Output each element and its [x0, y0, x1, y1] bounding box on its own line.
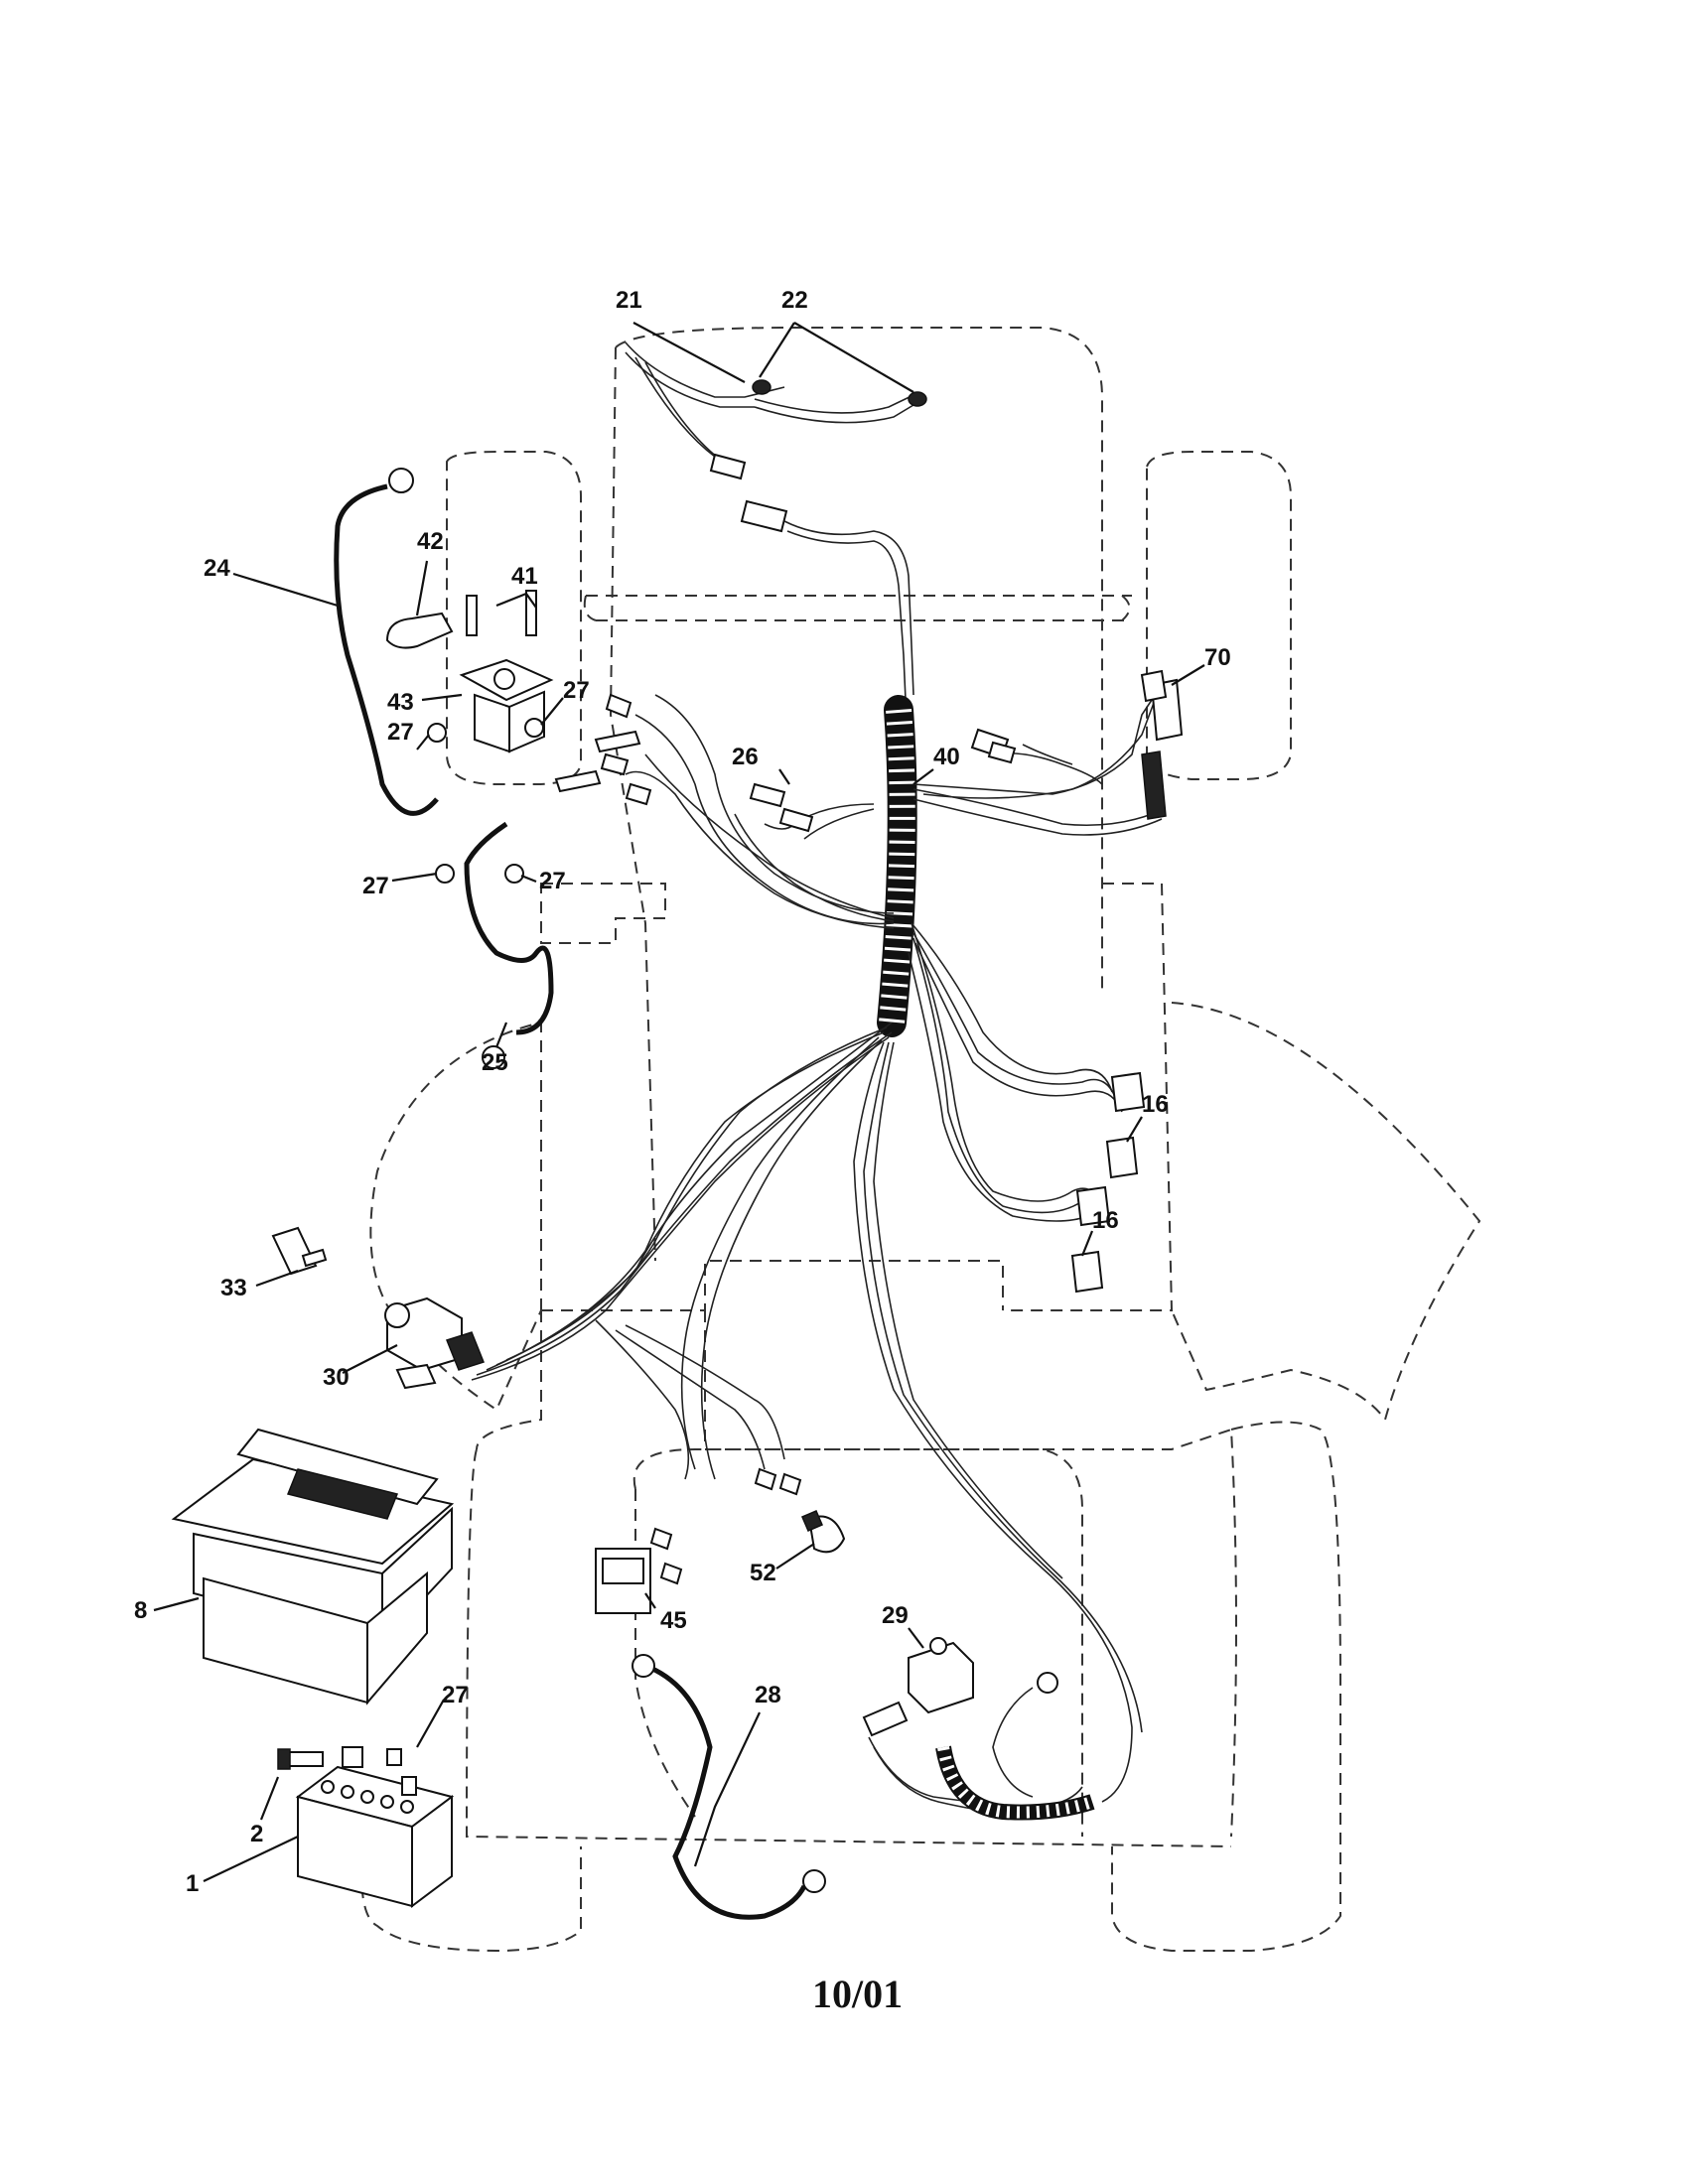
callout-70: 70: [1204, 644, 1231, 671]
callout-labels: 21 22 24 42 41 43 27 27 27 27 70 26 40 2…: [134, 287, 1231, 1897]
callout-8: 8: [134, 1597, 147, 1624]
ammeter: [595, 1548, 651, 1614]
ignition-key: [271, 1226, 328, 1276]
callout-2: 2: [250, 1821, 263, 1847]
callout-22: 22: [781, 287, 808, 314]
callout-26: 26: [732, 744, 759, 770]
callout-24: 24: [204, 555, 230, 582]
battery: [295, 1765, 455, 1908]
callout-27-d: 27: [539, 868, 566, 894]
callout-16-a: 16: [1142, 1091, 1169, 1118]
callout-45: 45: [660, 1607, 687, 1634]
revision-date: 10/01: [812, 1972, 903, 2016]
callout-28: 28: [755, 1682, 781, 1708]
callout-42: 42: [417, 528, 444, 555]
callout-1: 1: [186, 1870, 199, 1897]
callout-27-b: 27: [387, 719, 414, 746]
callout-27-e: 27: [442, 1682, 469, 1708]
callout-16-b: 16: [1092, 1207, 1119, 1234]
solenoid-assembly: [385, 590, 641, 884]
callout-25: 25: [482, 1049, 508, 1076]
callout-29: 29: [882, 1602, 909, 1629]
callout-41: 41: [511, 563, 538, 590]
callout-leaders: [153, 322, 1205, 1882]
light-bulb: [801, 1510, 846, 1554]
seat-switch: [862, 1637, 1095, 1821]
battery-hardware: [277, 1746, 402, 1770]
callout-40: 40: [933, 744, 960, 770]
battery-cables: [334, 468, 826, 1920]
callout-30: 30: [323, 1364, 350, 1391]
callout-52: 52: [750, 1560, 776, 1586]
callout-27-a: 27: [563, 677, 590, 704]
tractor-outline: [360, 327, 1481, 1953]
headlight-harness: [625, 341, 927, 701]
main-harness-loom: [471, 669, 1184, 1803]
callout-21: 21: [616, 287, 642, 314]
ignition-switch: [384, 1297, 485, 1390]
callout-43: 43: [387, 689, 414, 716]
battery-box: [171, 1428, 455, 1706]
callout-33: 33: [220, 1275, 247, 1301]
callout-27-c: 27: [362, 873, 389, 899]
